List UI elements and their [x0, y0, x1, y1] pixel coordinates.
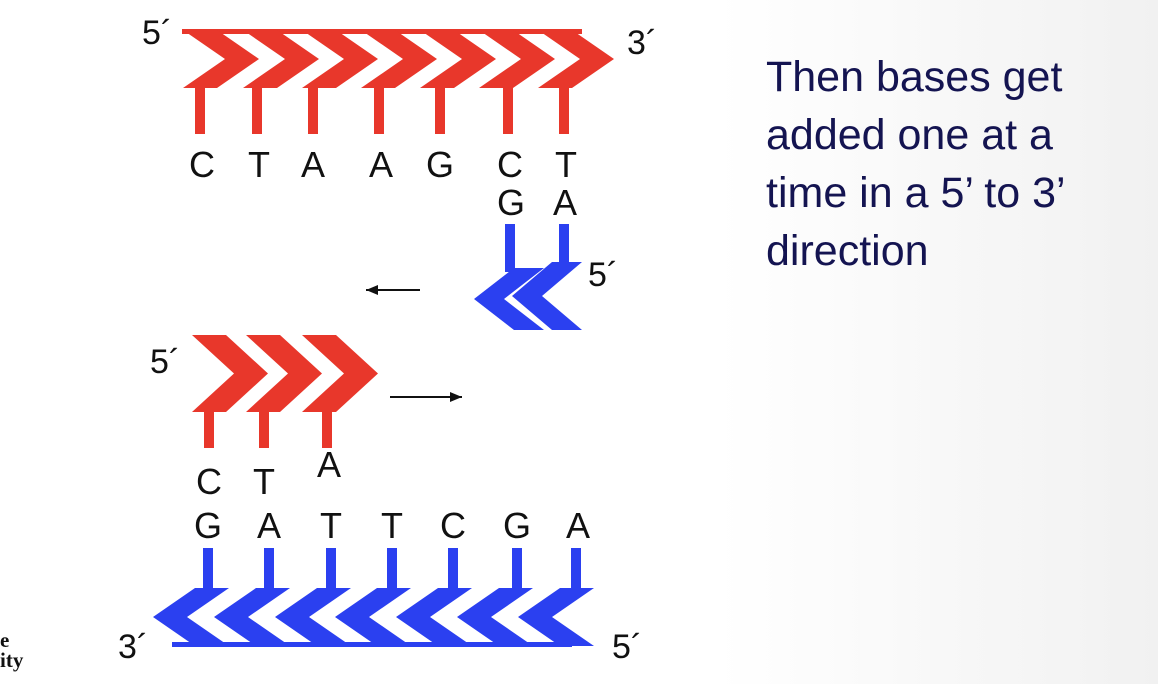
strand-shapes	[153, 29, 614, 647]
top-template-base: C	[497, 144, 523, 185]
bottom-template-base-stem	[448, 548, 458, 592]
bottom-template-base: C	[440, 505, 466, 546]
top-template-base-stem	[252, 86, 262, 134]
top-template-base: G	[426, 144, 454, 185]
rightward-arrow-head	[450, 392, 462, 402]
bottom-template-base-stem	[326, 548, 336, 592]
top-template-base: C	[189, 144, 215, 185]
top-template-chevron	[361, 30, 437, 88]
top-new-strand-base-stem	[505, 224, 515, 272]
top-new-strand-base: G	[497, 182, 525, 223]
bottom-new-strand-base: T	[253, 461, 275, 502]
top-template-base: T	[555, 144, 577, 185]
bottom-template-base-stem	[203, 548, 213, 592]
top-template-chevron	[183, 30, 259, 88]
bottom-new-strand-chevron	[246, 335, 322, 412]
top-template-base-stem	[195, 86, 205, 134]
bottom-new-strand-base-stem	[322, 405, 332, 448]
bottom-template-chevron	[275, 588, 351, 646]
bottom-template-3prime-label: 3´	[118, 628, 148, 666]
top-template-chevron	[420, 30, 496, 88]
bottom-template-base: G	[503, 505, 531, 546]
top-template-base-stem	[374, 86, 384, 134]
top-template-chevron	[243, 30, 319, 88]
top-template-3prime-label: 3´	[627, 24, 657, 62]
top-new-strand-base: A	[553, 182, 577, 223]
caption-line: time in a 5’ to 3’	[766, 169, 1066, 217]
top-template-5prime-label: 5´	[142, 14, 172, 52]
university-logo-fragment: e ity	[0, 628, 24, 672]
bottom-new-strand-base: A	[317, 444, 341, 485]
bottom-template-base-stem	[571, 548, 581, 592]
bottom-template-base-stem	[264, 548, 274, 592]
bottom-new-strand-5prime-label: 5´	[150, 343, 180, 381]
bottom-template-base: A	[566, 505, 590, 546]
bottom-template-chevron	[396, 588, 472, 646]
slide-caption: Then bases get added one at a time in a …	[766, 48, 1126, 280]
bottom-template-base: T	[320, 505, 342, 546]
bottom-new-strand-chevron	[192, 335, 268, 412]
caption-line: direction	[766, 227, 929, 275]
bottom-template-5prime-label: 5´	[612, 628, 642, 666]
top-template-chevron	[479, 30, 555, 88]
top-template-chevron	[302, 30, 378, 88]
top-template-base: A	[369, 144, 393, 185]
top-template-base: A	[301, 144, 325, 185]
top-template-base-stem	[559, 86, 569, 134]
bottom-template-base: A	[257, 505, 281, 546]
strand-labels: 5´ 3´ C T A A G C T G A 5´ 5´ C T A G A …	[118, 14, 657, 666]
logo-line: e	[0, 628, 10, 652]
bottom-new-strand-base-stem	[204, 405, 214, 448]
top-template-base: T	[248, 144, 270, 185]
bottom-template-backbone	[172, 642, 572, 647]
bottom-template-chevron	[457, 588, 533, 646]
bottom-template-chevron	[214, 588, 290, 646]
top-template-base-stem	[308, 86, 318, 134]
top-new-strand-chevron	[512, 262, 582, 330]
direction-arrows	[366, 285, 462, 402]
top-template-base-stem	[503, 86, 513, 134]
bottom-new-strand-chevron	[302, 335, 378, 412]
caption-line: added one at a	[766, 111, 1053, 159]
bottom-template-chevron	[518, 588, 594, 646]
bottom-template-base: G	[194, 505, 222, 546]
leftward-arrow-head	[366, 285, 378, 295]
bottom-template-chevron	[335, 588, 411, 646]
bottom-template-base-stem	[512, 548, 522, 592]
logo-line: ity	[0, 648, 24, 672]
top-template-base-stem	[435, 86, 445, 134]
top-new-strand-base-stem	[559, 224, 569, 270]
bottom-new-strand-base: C	[196, 461, 222, 502]
caption-line: Then bases get	[766, 53, 1063, 101]
bottom-template-base: T	[381, 505, 403, 546]
bottom-template-base-stem	[387, 548, 397, 592]
bottom-template-chevron	[153, 588, 229, 646]
top-new-strand-5prime-label: 5´	[588, 256, 618, 294]
top-new-strand-chevron	[474, 268, 544, 330]
top-template-chevron	[538, 30, 614, 88]
bottom-new-strand-base-stem	[259, 405, 269, 448]
